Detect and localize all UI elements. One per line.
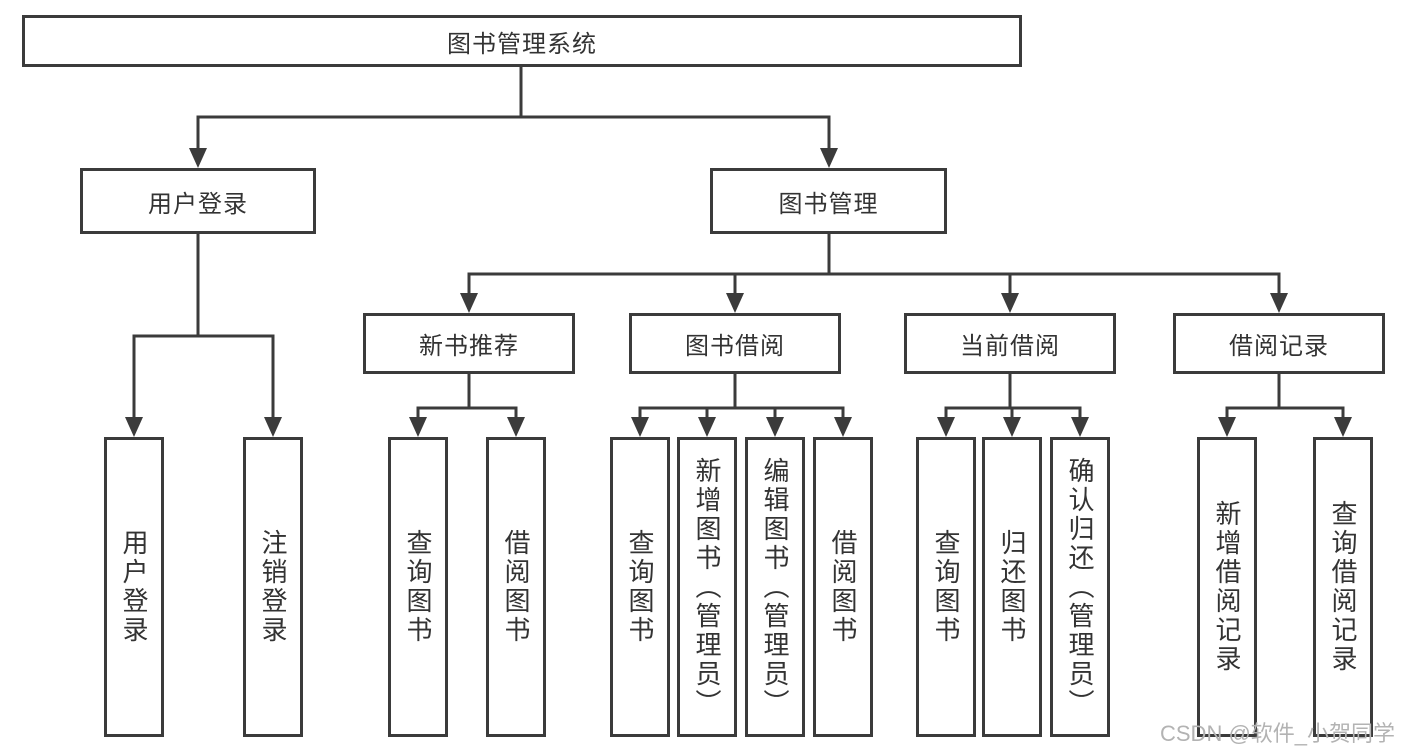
arrowhead xyxy=(937,417,955,437)
node-current-borrowing: 当前借阅 xyxy=(904,313,1116,374)
node-root: 图书管理系统 xyxy=(22,15,1022,67)
leaf-label: 确认归还（管理员） xyxy=(1065,456,1095,718)
leaf-add-borrow-record: 新增借阅记录 xyxy=(1197,437,1257,737)
arrowhead xyxy=(125,417,143,437)
arrowhead xyxy=(726,293,744,313)
leaf-query-books-2: 查询图书 xyxy=(610,437,670,737)
leaf-label: 注销登录 xyxy=(258,529,288,645)
leaf-edit-book-admin: 编辑图书（管理员） xyxy=(745,437,805,737)
node-borrowing-records: 借阅记录 xyxy=(1173,313,1385,374)
leaf-borrow-books-1: 借阅图书 xyxy=(486,437,546,737)
node-new-book-recommend: 新书推荐 xyxy=(363,313,575,374)
leaf-query-books-1: 查询图书 xyxy=(388,437,448,737)
arrowhead xyxy=(507,417,525,437)
leaf-logout: 注销登录 xyxy=(243,437,303,737)
leaf-label: 归还图书 xyxy=(997,529,1027,645)
arrowhead xyxy=(1218,417,1236,437)
arrowhead xyxy=(264,417,282,437)
leaf-label: 用户登录 xyxy=(119,529,149,645)
arrowhead xyxy=(1001,293,1019,313)
arrowhead xyxy=(409,417,427,437)
node-book-management: 图书管理 xyxy=(710,168,947,234)
arrowhead xyxy=(834,417,852,437)
leaf-label: 新增图书（管理员） xyxy=(692,456,722,718)
leaf-label: 查询图书 xyxy=(403,529,433,645)
leaf-return-book: 归还图书 xyxy=(982,437,1042,737)
leaf-query-borrow-record: 查询借阅记录 xyxy=(1313,437,1373,737)
leaf-label: 借阅图书 xyxy=(828,529,858,645)
arrowhead xyxy=(820,148,838,168)
leaf-user-login: 用户登录 xyxy=(104,437,164,737)
arrowhead xyxy=(698,417,716,437)
arrowhead xyxy=(1003,417,1021,437)
leaf-label: 查询借阅记录 xyxy=(1328,500,1358,674)
leaf-borrow-books-2: 借阅图书 xyxy=(813,437,873,737)
leaf-confirm-return-admin: 确认归还（管理员） xyxy=(1050,437,1110,737)
leaf-add-book-admin: 新增图书（管理员） xyxy=(677,437,737,737)
node-user-login: 用户登录 xyxy=(80,168,316,234)
csdn-watermark: CSDN @软件_小贺同学 xyxy=(1160,721,1396,746)
leaf-label: 新增借阅记录 xyxy=(1212,500,1242,674)
arrowhead xyxy=(1334,417,1352,437)
leaf-label: 借阅图书 xyxy=(501,529,531,645)
leaf-label: 编辑图书（管理员） xyxy=(760,456,790,718)
arrowhead xyxy=(766,417,784,437)
arrowhead xyxy=(631,417,649,437)
leaf-query-books-3: 查询图书 xyxy=(916,437,976,737)
leaf-label: 查询图书 xyxy=(931,529,961,645)
arrowhead xyxy=(189,148,207,168)
arrowhead xyxy=(1071,417,1089,437)
node-book-borrowing: 图书借阅 xyxy=(629,313,841,374)
arrowhead xyxy=(460,293,478,313)
leaf-label: 查询图书 xyxy=(625,529,655,645)
arrowhead xyxy=(1270,293,1288,313)
